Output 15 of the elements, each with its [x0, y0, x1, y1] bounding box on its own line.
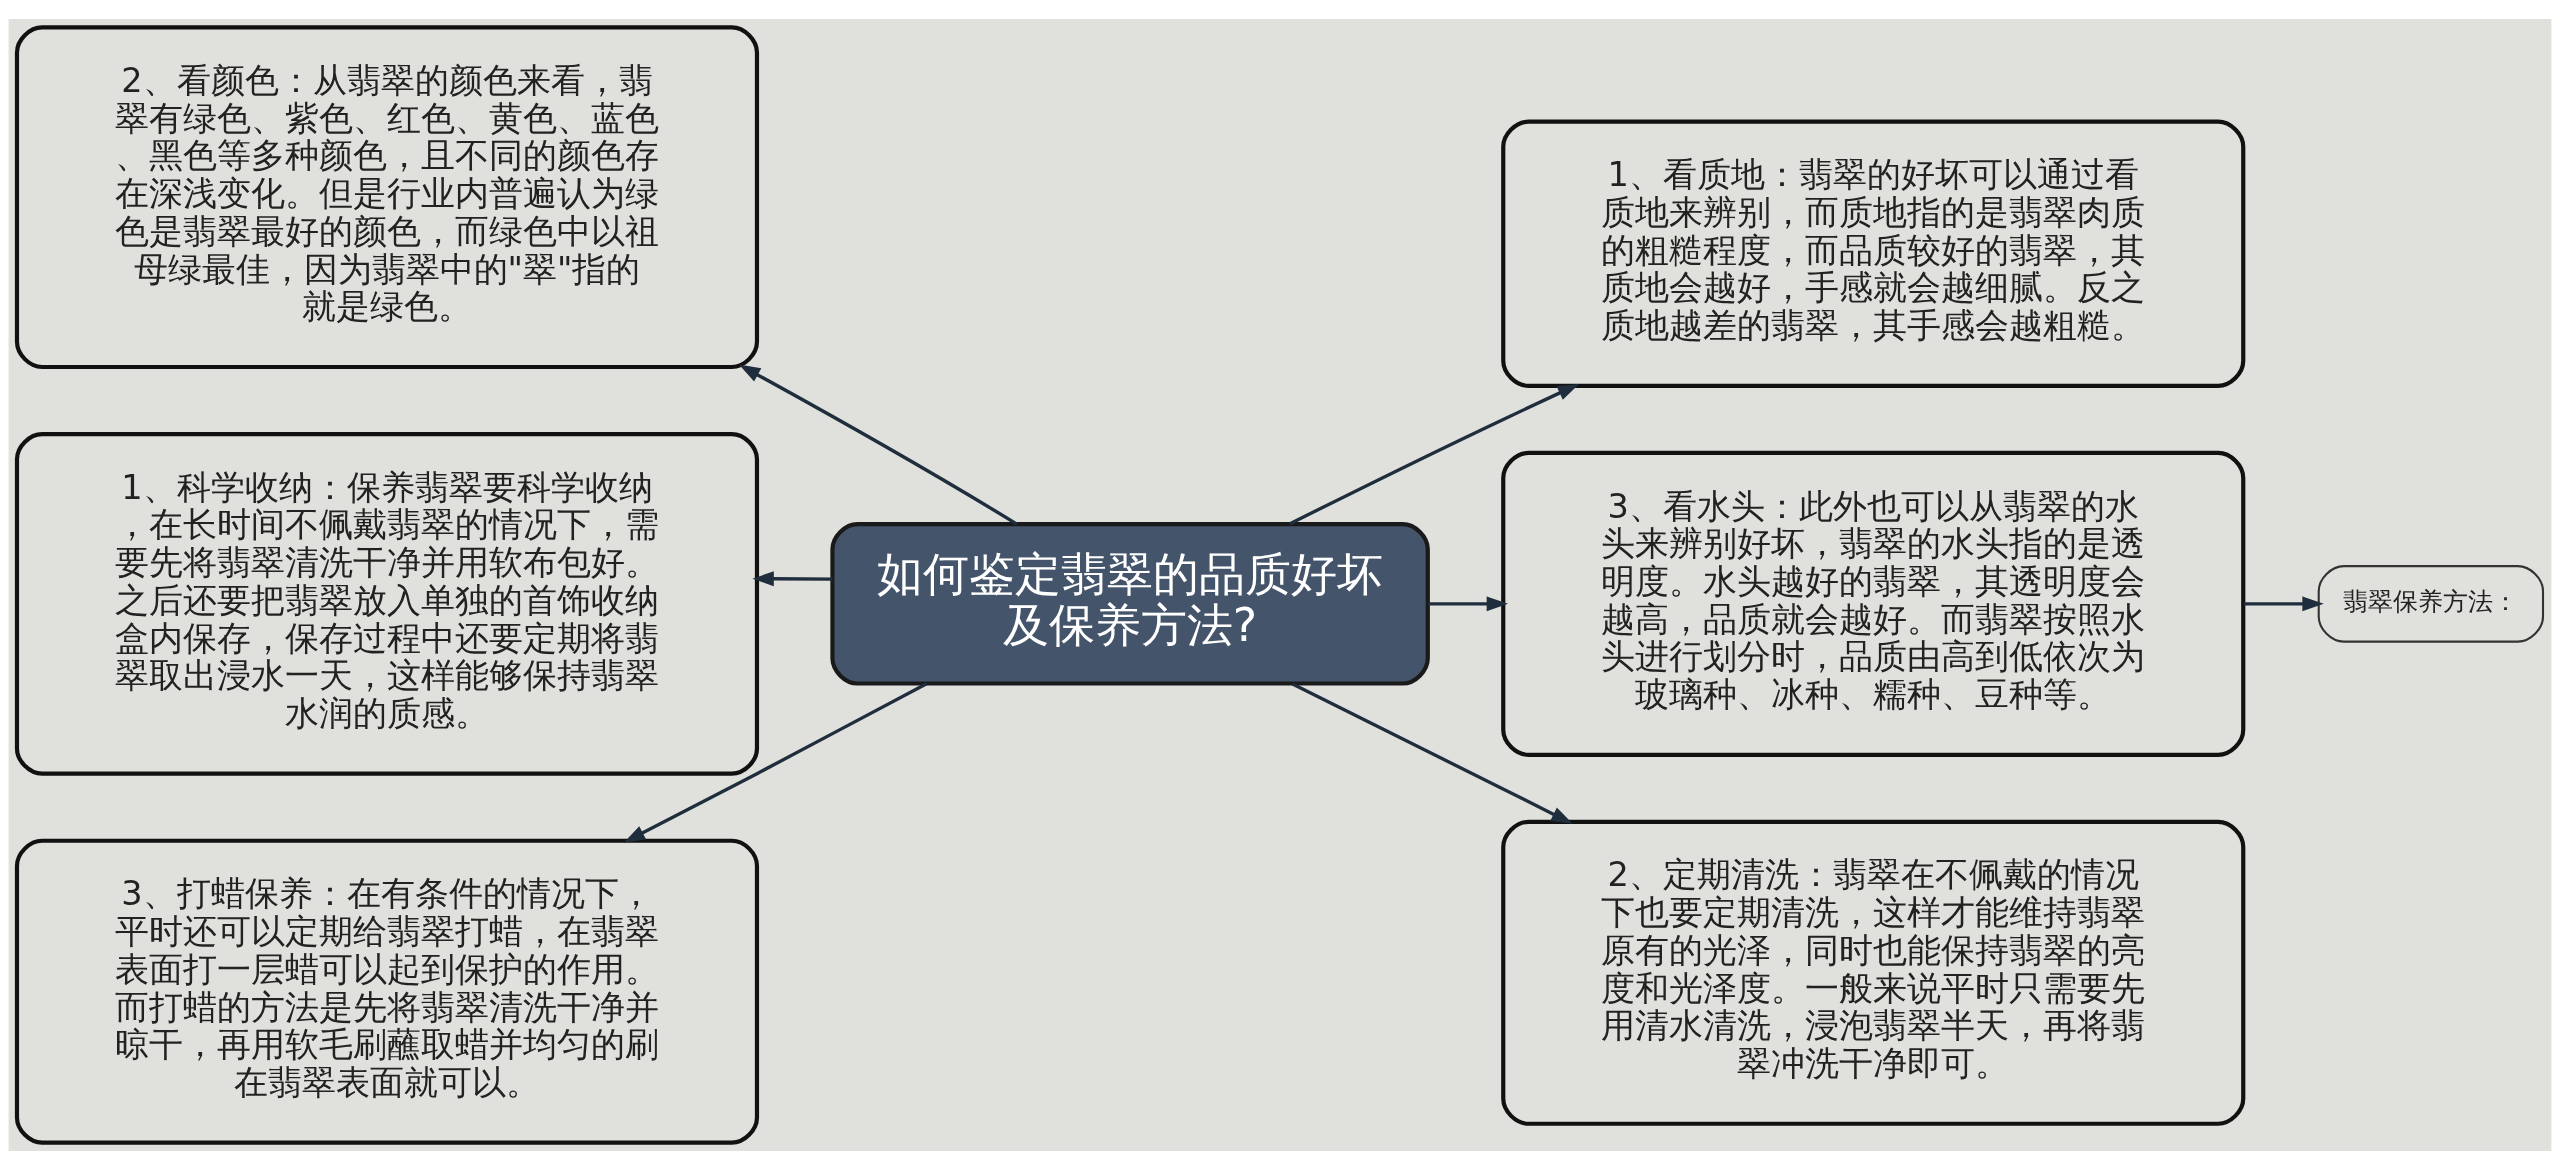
- arrow: [738, 364, 1018, 525]
- node-box: 3、看水头：此外也可以从翡翠的水头来辨别好坏，翡翠的水头指的是透明度。水头越好的翡翠，其透明度会越高，品质就会越好。而翡翠按照水头进行划分时，品质由高到低依次为玻璃种、冰种、糯种、豆种等。: [1501, 450, 2246, 757]
- node-box: 3、打蜡保养：在有条件的情况下，平时还可以定期给翡翠打蜡，在翡翠表面打一层蜡可以起到保护的作用。而打蜡的方法是先将翡翠清洗干净并晾干，再用软毛刷蘸取蜡并均匀的刷在翡翠表面就可以。: [14, 838, 760, 1145]
- node-box: 1、科学收纳：保养翡翠要科学收纳，在长时间不佩戴翡翠的情况下，需要先将翡翠清洗干净并用软布包好。之后还要把翡翠放入单独的首饰收纳盒内保存，保存过程中还要定期将翡翠取出浸水一天，这样能够保持翡翠水润的质感。: [14, 431, 760, 776]
- node-box: 如何鉴定翡翠的品质好坏及保养方法?: [830, 521, 1430, 686]
- arrow: [752, 570, 833, 586]
- node-box: 1、看质地：翡翠的好坏可以通过看质地来辨别，而质地指的是翡翠肉质的粗糙程度，而品质较好的翡翠，其质地会越好，手感就会越细腻。反之质地越差的翡翠，其手感会越粗糙。: [1501, 119, 2246, 388]
- node-box: 2、看颜色：从翡翠的颜色来看，翡翠有绿色、紫色、红色、黄色、蓝色、黑色等多种颜色，且不同的颜色存在深浅变化。但是行业内普遍认为绿色是翡翠最好的颜色，而绿色中以祖母绿最佳，因为翡翠中的"翠"指的就是绿色。: [14, 24, 760, 369]
- arrow: [1288, 383, 1580, 525]
- arrow: [623, 681, 928, 843]
- arrow: [1428, 595, 1509, 611]
- arrow: [1291, 681, 1573, 824]
- arrow: [2243, 595, 2324, 611]
- node-box: 2、定期清洗：翡翠在不佩戴的情况下也要定期清洗，这样才能维持翡翠原有的光泽，同时也能保持翡翠的亮度和光泽度。一般来说平时只需要先用清水清洗，浸泡翡翠半天，再将翡翠冲洗干净即可。: [1501, 819, 2246, 1126]
- node-box: 翡翠保养方法：: [2317, 564, 2545, 643]
